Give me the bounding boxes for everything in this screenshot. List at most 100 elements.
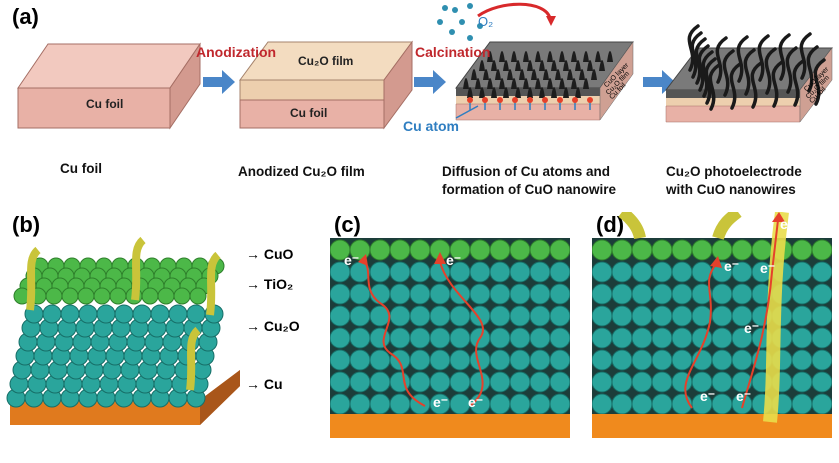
cu2o-particle <box>369 393 391 415</box>
electron-d-6: e⁻ <box>736 388 752 404</box>
nanowire-seed <box>535 78 541 89</box>
nanowire-seed <box>511 78 517 89</box>
tio2-particle <box>731 239 753 261</box>
nanowire-seed <box>535 51 541 62</box>
cu2o-particle <box>651 305 673 327</box>
cu2o-particle <box>330 393 351 415</box>
cu2o-particle <box>529 393 551 415</box>
nanowire-seed <box>583 51 589 62</box>
cu2o-particle <box>611 393 633 415</box>
cu2o-particle <box>651 327 673 349</box>
cu-atom <box>587 97 593 103</box>
cu2o-particle <box>651 349 673 371</box>
nanowire-seed <box>539 60 545 71</box>
nanowire-seed <box>467 87 473 98</box>
cu2o-particle <box>330 305 351 327</box>
tio2-particle <box>631 239 653 261</box>
oxygen-molecule <box>442 5 448 11</box>
cuo-nanowire <box>186 326 201 391</box>
cu2o-particle <box>369 349 391 371</box>
cu2o-particle <box>489 283 511 305</box>
cu2o-particle <box>592 283 613 305</box>
tio2-particle <box>651 239 673 261</box>
process-arrow <box>203 70 235 94</box>
block2-top-label: Cu₂O film <box>298 54 354 68</box>
cu2o-particle <box>389 283 411 305</box>
cu2o-particle <box>811 261 832 283</box>
nanowire-seed <box>499 78 505 89</box>
oxygen-molecule <box>437 19 443 25</box>
cu2o-particle <box>429 327 451 349</box>
cu2o-particle <box>389 261 411 283</box>
nanowire-seed <box>523 51 529 62</box>
cuo-nanowire <box>806 45 819 93</box>
cu2o-particle <box>611 327 633 349</box>
cu2o-particle <box>592 261 613 283</box>
nanowire-seed <box>567 69 573 80</box>
caption-4-line-2: with CuO nanowires <box>666 182 796 197</box>
nanowire-seed <box>479 60 485 71</box>
cu2o-particle <box>791 261 813 283</box>
cu2o-particle <box>114 304 134 324</box>
cu2o-particle <box>611 371 633 393</box>
tio2-particle <box>173 287 191 305</box>
cuo-nanowire <box>785 46 798 94</box>
cu2o-particle <box>509 327 531 349</box>
nanowire-seed <box>571 78 577 89</box>
block-calcined <box>455 2 634 121</box>
tio2-particle <box>469 239 491 261</box>
cu2o-particle <box>549 305 570 327</box>
block-nanowires <box>664 24 834 123</box>
cu2o-particle <box>349 305 371 327</box>
cu2o-particle <box>469 283 491 305</box>
cu2o-particle <box>509 283 531 305</box>
o2-label: O₂ <box>478 14 494 29</box>
label-cu: → Cu <box>246 376 283 392</box>
panel-b-illustration <box>6 236 240 425</box>
cu2o-particle <box>369 371 391 393</box>
tio2-particle <box>489 239 511 261</box>
caption-1-line-1: Cu foil <box>60 161 102 176</box>
nanowire-seed <box>559 78 565 89</box>
cu2o-particle <box>529 261 551 283</box>
cu2o-particle <box>449 349 471 371</box>
nanowire-seed <box>531 69 537 80</box>
cu2o-particle <box>791 371 813 393</box>
cu2o-particle <box>489 349 511 371</box>
cu2o-particle <box>631 371 653 393</box>
cu2o-particle <box>592 305 613 327</box>
cu2o-particle <box>711 283 733 305</box>
cu2o-particle <box>529 327 551 349</box>
cu-atom <box>527 97 533 103</box>
tio2-particle <box>157 287 175 305</box>
cu-atom <box>557 97 563 103</box>
cu2o-particle <box>469 261 491 283</box>
cu2o-particle <box>671 283 693 305</box>
nanowire-seed <box>551 60 557 71</box>
cu2o-particle <box>549 393 570 415</box>
nanowire-seed <box>591 69 597 80</box>
nanowire-seed <box>515 60 521 71</box>
block1-label: Cu foil <box>86 97 124 111</box>
cu2o-particle <box>429 371 451 393</box>
caption-4: Cu₂O photoelectrode with CuO nanowires <box>666 163 802 199</box>
cuo-nanowire <box>690 31 703 79</box>
cu2o-particle <box>389 349 411 371</box>
cu-atom-pointer <box>455 105 479 119</box>
tio2-particle <box>671 239 693 261</box>
cu2o-particle <box>409 283 431 305</box>
cuo-nanowire <box>26 246 41 311</box>
cu2o-particle <box>529 349 551 371</box>
cuo-nanowire <box>722 49 735 97</box>
caption-3-line-2: formation of CuO nanowire <box>442 182 616 197</box>
nanowire-seed <box>503 87 509 98</box>
cu2o-particle <box>791 393 813 415</box>
cu2o-particle <box>611 349 633 371</box>
cu2o-particle <box>409 305 431 327</box>
cu2o-particle <box>549 349 570 371</box>
nanowire-seed <box>475 78 481 89</box>
cu2o-particle <box>711 327 733 349</box>
nanowire-seed <box>595 51 601 62</box>
cu2o-particle <box>42 304 62 324</box>
oxygen-molecule <box>467 35 473 41</box>
